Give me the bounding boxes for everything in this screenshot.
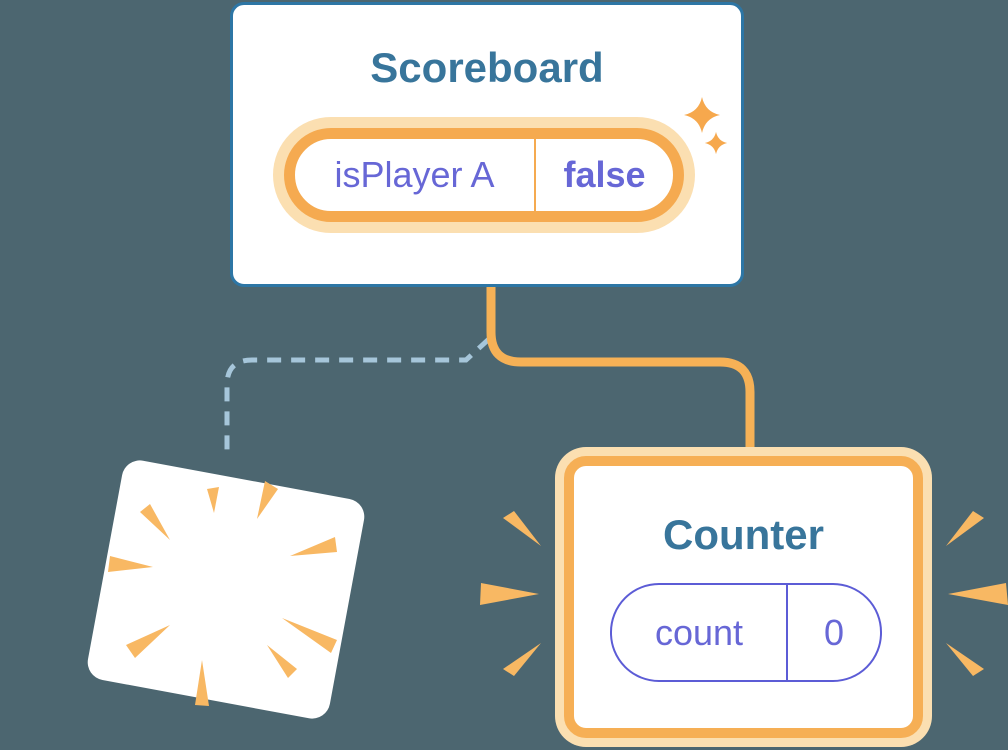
removed-component-card [84,457,368,722]
state-name: count [654,611,744,653]
scoreboard-card: Scoreboard isPlayer A false [230,2,744,287]
state-name: isPlayer A [334,154,495,195]
counter-state-pill: count 0 [610,583,882,682]
counter-card: Counter count 0 [564,456,923,738]
pill-divider [786,585,788,680]
scoreboard-title: Scoreboard [370,44,604,91]
scoreboard-state-pill: isPlayer A false [284,128,684,222]
state-value: false [563,154,646,195]
solid-edge-to-counter-card [486,285,755,452]
state-value: 0 [823,611,845,653]
counter-title: Counter [663,511,824,558]
pill-divider [534,139,536,211]
dashed-edge-to-removed-card [224,337,491,459]
